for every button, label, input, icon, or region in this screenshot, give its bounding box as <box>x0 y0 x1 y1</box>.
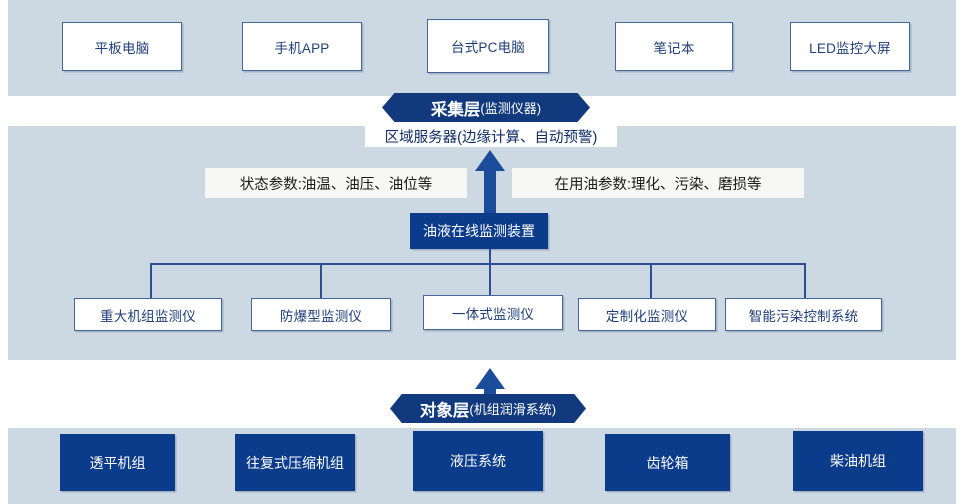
device-variant-label: 防爆型监测仪 <box>279 308 363 324</box>
device-variant-label: 一体式监测仪 <box>451 306 535 322</box>
object-item-reciprocating-compressor[interactable]: 往复式压缩机组 <box>235 434 355 491</box>
device-variant-major-unit[interactable]: 重大机组监测仪 <box>74 298 222 331</box>
presentation-item-label: 手机APP <box>274 40 330 56</box>
upflow-arrow-to-server <box>474 150 506 216</box>
presentation-item-mobile-app[interactable]: 手机APP <box>242 22 362 71</box>
oil-monitoring-device-label: 油液在线监测装置 <box>423 223 535 239</box>
object-layer-banner-title: 对象层 <box>419 401 470 420</box>
presentation-item-laptop[interactable]: 笔记本 <box>615 22 733 71</box>
edge-server-label: 区域服务器(边缘计算、自动预警) <box>365 125 617 147</box>
device-variant-smart-contamination-control[interactable]: 智能污染控制系统 <box>725 298 882 331</box>
object-item-turbine-unit[interactable]: 透平机组 <box>60 434 175 491</box>
collection-layer-banner-title: 采集层 <box>430 100 481 119</box>
tree-bus-line <box>150 263 806 265</box>
object-item-hydraulic-system[interactable]: 液压系统 <box>413 431 543 491</box>
oil-monitoring-device-box[interactable]: 油液在线监测装置 <box>410 213 548 249</box>
collection-layer-banner: 采集层 (监测仪器) <box>382 93 590 122</box>
object-item-gearbox[interactable]: 齿轮箱 <box>605 434 730 491</box>
presentation-item-label: LED监控大屏 <box>809 40 891 56</box>
device-variant-explosion-proof[interactable]: 防爆型监测仪 <box>251 298 391 331</box>
device-variant-label: 智能污染控制系统 <box>748 308 859 324</box>
object-item-diesel-unit[interactable]: 柴油机组 <box>793 431 923 491</box>
tree-branch-line-2 <box>320 263 322 298</box>
upflow-arrow-to-collection <box>474 368 506 414</box>
parameter-chip-status: 状态参数:油温、油压、油位等 <box>205 168 467 198</box>
parameter-chip-inuse-oil: 在用油参数:理化、污染、磨损等 <box>512 168 804 198</box>
object-item-label: 液压系统 <box>450 453 506 469</box>
presentation-item-led-wall[interactable]: LED监控大屏 <box>790 22 910 71</box>
object-layer-banner: 对象层 (机组润滑系统) <box>390 394 586 423</box>
object-item-label: 往复式压缩机组 <box>246 454 344 471</box>
tree-branch-line-5 <box>804 263 806 298</box>
object-item-label: 透平机组 <box>89 454 146 471</box>
tree-trunk-line <box>489 249 491 264</box>
presentation-item-tablet[interactable]: 平板电脑 <box>62 22 182 71</box>
parameter-chip-label: 状态参数:油温、油压、油位等 <box>239 176 433 193</box>
presentation-item-label: 平板电脑 <box>94 40 150 56</box>
device-variant-integrated[interactable]: 一体式监测仪 <box>423 295 563 330</box>
device-variant-customized[interactable]: 定制化监测仪 <box>578 298 716 331</box>
device-variant-label: 定制化监测仪 <box>605 308 689 324</box>
presentation-item-label: 台式PC电脑 <box>451 40 525 55</box>
object-layer-banner-subtitle: (机组润滑系统) <box>469 402 557 417</box>
device-variant-label: 重大机组监测仪 <box>100 308 196 324</box>
presentation-item-label: 笔记本 <box>653 40 695 56</box>
object-item-label: 柴油机组 <box>830 453 886 469</box>
tree-branch-line-4 <box>650 263 652 298</box>
edge-server-text: 区域服务器(边缘计算、自动预警) <box>384 129 598 146</box>
tree-branch-line-3 <box>489 263 491 295</box>
object-item-label: 齿轮箱 <box>646 454 689 471</box>
collection-layer-banner-subtitle: (监测仪器) <box>480 101 542 116</box>
presentation-item-desktop-pc[interactable]: 台式PC电脑 <box>427 19 549 73</box>
tree-branch-line-1 <box>150 263 152 298</box>
parameter-chip-label: 在用油参数:理化、污染、磨损等 <box>554 176 762 193</box>
